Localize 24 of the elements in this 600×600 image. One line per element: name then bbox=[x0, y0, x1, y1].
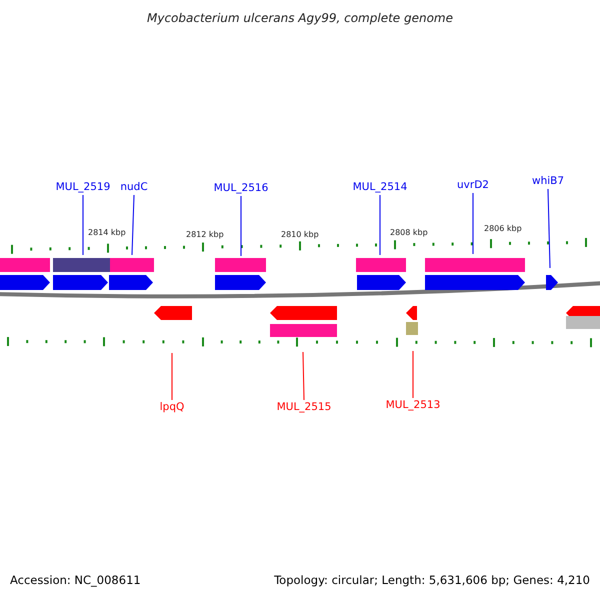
title: Mycobacterium ulcerans Agy99, complete genome bbox=[146, 12, 454, 24]
gene-label: uvrD2 bbox=[457, 180, 489, 190]
leader-line bbox=[132, 194, 134, 256]
leader-line bbox=[302, 352, 304, 400]
scale-label: 2810 kbp bbox=[281, 231, 319, 239]
scale-label: 2808 kbp bbox=[390, 229, 428, 237]
leader-line bbox=[82, 194, 84, 256]
genome-info-text: Topology: circular; Length: 5,631,606 bp; Genes: 4,210 bbox=[274, 575, 590, 586]
gene-label: whiB7 bbox=[532, 176, 564, 186]
leader-line bbox=[548, 188, 550, 268]
gene-label: MUL_2513 bbox=[386, 400, 440, 410]
accession-text: Accession: NC_008611 bbox=[10, 575, 141, 586]
gene-label: lpqQ bbox=[160, 402, 184, 412]
leader-line bbox=[240, 196, 242, 256]
gene-label: MUL_2515 bbox=[276, 402, 332, 412]
scale-label: 2814 kbp bbox=[88, 229, 126, 237]
gene-label: MUL_2514 bbox=[352, 182, 408, 192]
gene-label: nudC bbox=[120, 182, 148, 192]
gene-label: MUL_2516 bbox=[214, 183, 268, 194]
gene-label: MUL_2519 bbox=[56, 182, 110, 192]
scale-label: 2812 kbp bbox=[186, 231, 224, 239]
scale-label: 2806 kbp bbox=[484, 225, 522, 233]
leader-line bbox=[412, 350, 414, 398]
leader-line bbox=[472, 192, 474, 254]
